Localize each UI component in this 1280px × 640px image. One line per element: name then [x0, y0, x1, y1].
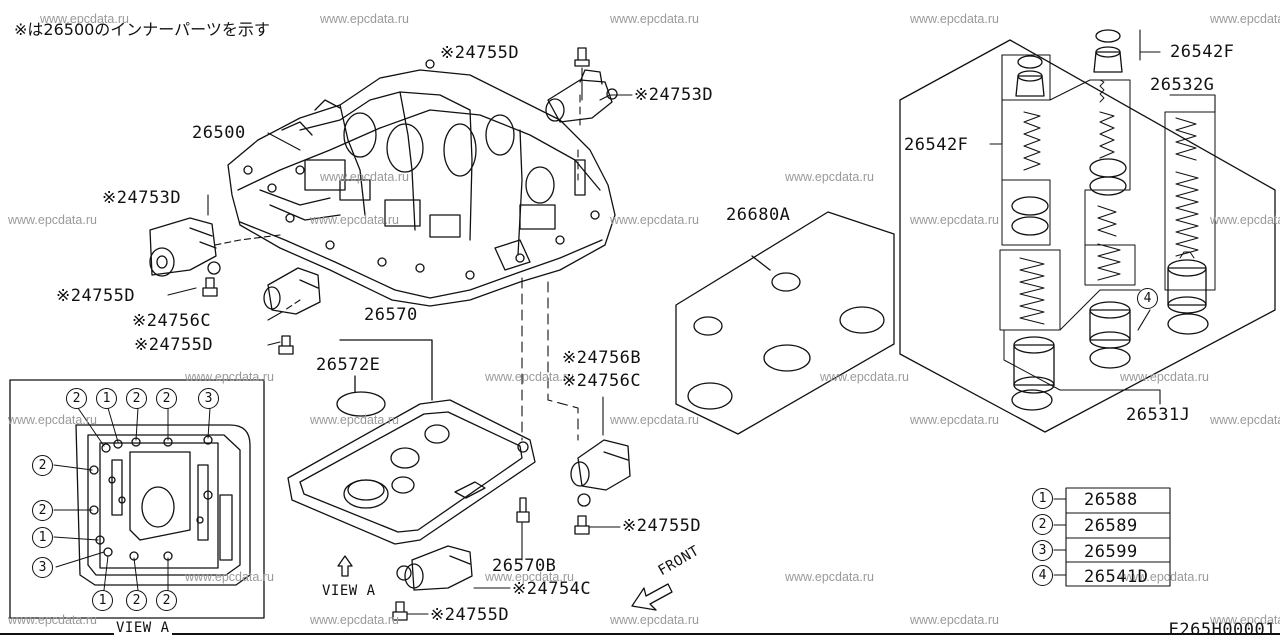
watermark: www.epcdata.ru [910, 213, 999, 227]
legend-code: 26588 [1084, 490, 1138, 510]
legend-number: 1 [1032, 488, 1053, 509]
legend-code: 26599 [1084, 542, 1138, 562]
view-a-callout: 2 [126, 388, 147, 409]
legend-number: 4 [1032, 565, 1053, 586]
valve-plugs-and-rings [1011, 29, 1209, 411]
watermark: www.epcdata.ru [1210, 12, 1280, 26]
leader-lines-valve [167, 67, 633, 441]
legend-table [1053, 487, 1171, 587]
solenoid-24756c-left [263, 267, 321, 315]
view-a-callout: 2 [156, 590, 177, 611]
watermark: www.epcdata.ru [1210, 613, 1280, 627]
part-label-24753d-left: ※24753D [102, 188, 182, 208]
legend-code: 26541D [1084, 567, 1149, 587]
watermark: www.epcdata.ru [910, 413, 999, 427]
watermark: www.epcdata.ru [185, 570, 274, 584]
separator-plate-26680a [675, 211, 895, 435]
view-a-callout: 3 [32, 557, 53, 578]
watermark: www.epcdata.ru [310, 413, 399, 427]
watermark: www.epcdata.ru [8, 413, 97, 427]
part-label-26570b: 26570B [492, 556, 557, 576]
legend-number: 3 [1032, 540, 1053, 561]
part-label-26542f-top: 26542F [1170, 42, 1235, 62]
view-a-callout: 1 [96, 388, 117, 409]
inner-parts-note: ※は26500のインナーパーツを示す [14, 20, 270, 39]
view-a-callout: 2 [66, 388, 87, 409]
part-label-26532g: 26532G [1150, 75, 1215, 95]
watermark: www.epcdata.ru [320, 12, 409, 26]
watermark: www.epcdata.ru [40, 12, 129, 26]
view-a-callout: 2 [126, 590, 147, 611]
watermark: www.epcdata.ru [610, 613, 699, 627]
watermark: www.epcdata.ru [8, 213, 97, 227]
part-label-24756b: ※24756B [562, 348, 642, 368]
watermark: www.epcdata.ru [610, 12, 699, 26]
view-a-callout: 1 [32, 527, 53, 548]
watermark: www.epcdata.ru [310, 613, 399, 627]
part-label-24755d-bottom: ※24755D [430, 605, 510, 625]
part-label-24756c-left: ※24756C [132, 311, 212, 331]
legend-code: 26589 [1084, 516, 1138, 536]
watermark: www.epcdata.ru [1210, 213, 1280, 227]
bolt-leaders [406, 522, 621, 615]
watermark: www.epcdata.ru [1120, 570, 1209, 584]
view-a-leaders [53, 407, 211, 591]
part-label-24755d-top: ※24755D [440, 43, 520, 63]
watermark: www.epcdata.ru [785, 170, 874, 184]
watermark: www.epcdata.ru [785, 570, 874, 584]
watermark: www.epcdata.ru [310, 213, 399, 227]
part-label-26680a: 26680A [726, 205, 791, 225]
part-label-24755d-right: ※24755D [622, 516, 702, 536]
part-label-24755d-left1: ※24755D [56, 286, 136, 306]
view-a-callout: 2 [156, 388, 177, 409]
view-a-box-label: VIEW A [114, 619, 172, 637]
solenoid-24753d-left [149, 217, 221, 277]
part-label-24753d-right: ※24753D [634, 85, 714, 105]
callout-4: 4 [1137, 288, 1158, 309]
watermark: www.epcdata.ru [820, 370, 909, 384]
view-a-inset [9, 379, 265, 619]
watermark: www.epcdata.ru [320, 170, 409, 184]
part-label-26572e: 26572E [316, 355, 381, 375]
part-label-26500: 26500 [192, 123, 246, 143]
watermark: www.epcdata.ru [610, 413, 699, 427]
gasket-26572e [336, 391, 386, 417]
solenoid-24756c-right [570, 439, 631, 507]
solenoid-24754c [396, 545, 473, 591]
watermark: www.epcdata.ru [910, 613, 999, 627]
diagram-id: E265H00001 [1168, 620, 1276, 640]
view-a-arrow-label: VIEW A [322, 583, 376, 599]
part-label-26531j: 26531J [1126, 405, 1191, 425]
view-a-callout: 3 [198, 388, 219, 409]
watermark: www.epcdata.ru [485, 570, 574, 584]
watermark: www.epcdata.ru [610, 213, 699, 227]
view-a-callout: 2 [32, 455, 53, 476]
part-label-26542f-mid: 26542F [904, 135, 969, 155]
front-arrow [631, 583, 673, 611]
bolts [202, 47, 590, 621]
part-label-24754c: ※24754C [512, 579, 592, 599]
valve-parts-leaders [989, 29, 1216, 405]
watermark: www.epcdata.ru [1210, 413, 1280, 427]
part-label-26570: 26570 [364, 305, 418, 325]
part-label-24755d-left2: ※24755D [134, 335, 214, 355]
watermark: www.epcdata.ru [1120, 370, 1209, 384]
watermark: www.epcdata.ru [185, 370, 274, 384]
view-a-arrow [337, 555, 353, 577]
valve-springs [1019, 79, 1199, 325]
watermark: www.epcdata.ru [485, 370, 574, 384]
view-a-callout: 2 [32, 500, 53, 521]
watermark: www.epcdata.ru [8, 613, 97, 627]
solenoid-24753d-right [545, 69, 618, 123]
part-label-24756c-right: ※24756C [562, 371, 642, 391]
oil-strainer-26570 [287, 339, 536, 545]
valve-parts-frame [899, 39, 1276, 433]
watermark: www.epcdata.ru [910, 12, 999, 26]
legend-number: 2 [1032, 514, 1053, 535]
view-a-callout: 1 [92, 590, 113, 611]
control-valve-body [227, 59, 616, 307]
